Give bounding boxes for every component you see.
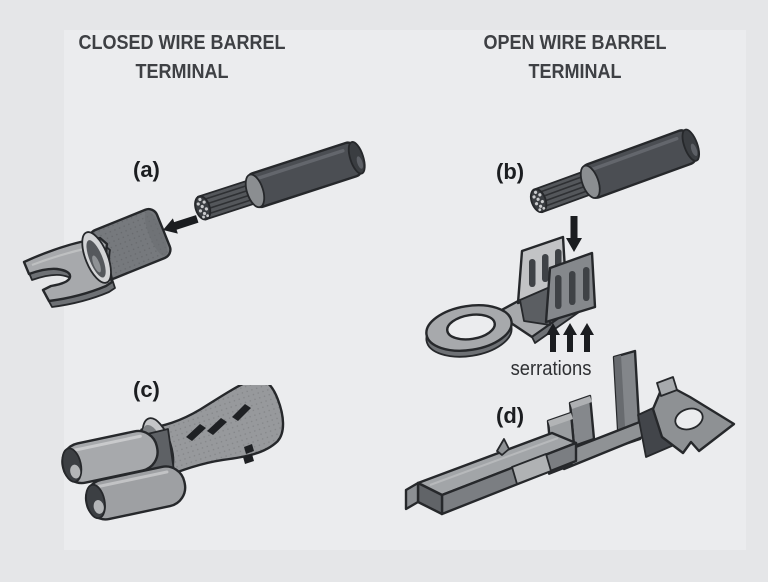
insertion-arrow-icon <box>163 215 199 234</box>
title-line: OPEN WIRE BARREL <box>483 32 667 54</box>
metal-sleeves <box>61 429 187 521</box>
title-line: CLOSED WIRE BARREL <box>78 32 286 54</box>
right-column-title: OPEN WIRE BARREL TERMINAL <box>430 29 720 87</box>
figure-b-open-barrel-ring-terminal <box>400 128 730 390</box>
carrier-tab-hole <box>651 376 736 455</box>
figure-label-a: (a) <box>133 157 160 182</box>
stranded-wire <box>188 140 371 229</box>
stranded-wire <box>524 128 705 222</box>
serrations-caption: serrations <box>510 358 592 380</box>
figure-label-c: (c) <box>133 377 160 402</box>
serration-arrows-icon <box>546 323 594 352</box>
left-column-title: CLOSED WIRE BARREL TERMINAL <box>37 29 327 87</box>
barrel-rim <box>81 231 112 284</box>
title-line: TERMINAL <box>528 61 622 83</box>
figure-label-b: (b) <box>496 159 525 184</box>
crimp-pin-body <box>404 431 578 516</box>
down-arrow-icon <box>566 216 582 252</box>
figure-c-insulated-disconnect-terminal <box>40 385 300 550</box>
figure-label-d: (d) <box>496 403 525 428</box>
ring-terminal <box>425 235 597 358</box>
figure-d-open-barrel-crimp-pin <box>400 345 745 550</box>
locking-tab <box>612 349 642 448</box>
figure-a-closed-barrel-fork-terminal <box>8 140 388 325</box>
near-barrel-wing <box>544 251 597 324</box>
grip-stripes <box>186 404 254 464</box>
title-line: TERMINAL <box>135 61 229 83</box>
